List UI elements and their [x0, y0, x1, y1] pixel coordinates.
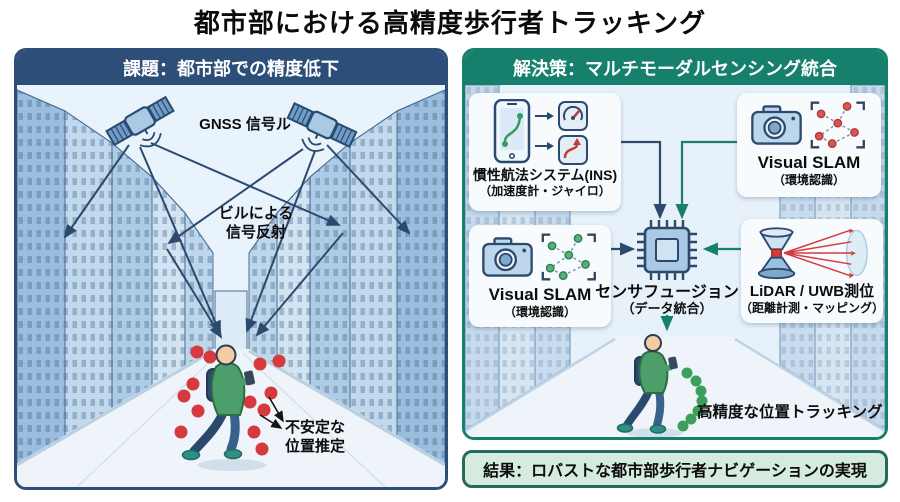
visual-slam-top-subtitle: （環境認識） — [772, 173, 845, 188]
urban-canyon-illustration — [17, 85, 445, 487]
error-dots — [174, 345, 286, 456]
sensor-fusion-scene: 慣性航法システム(INS) （加速度計・ジャイロ） — [465, 85, 885, 437]
street — [465, 337, 885, 437]
high-precision-tracking-label: 高精度な位置トラッキング — [697, 404, 883, 421]
lidar-subtitle: （距離計測・マッピング） — [740, 301, 885, 315]
ins-box: 慣性航法システム(INS) （加速度計・ジャイロ） — [469, 93, 621, 211]
visual-slam-left-box: Visual SLAM （環境認識） — [469, 225, 611, 327]
ins-title: 慣性航法システム(INS) — [472, 167, 618, 183]
pedestrian-figure — [616, 334, 683, 437]
problem-panel-header: 課題：都市部での精度低下 — [17, 51, 445, 85]
ins-subtitle: （加速度計・ジャイロ） — [479, 183, 611, 198]
visual-slam-top-title: Visual SLAM — [757, 153, 861, 172]
result-banner: 結果：ロバストな都市部歩行者ナビゲーションの実現 — [462, 450, 888, 488]
data-flow-arrows — [611, 140, 741, 332]
lidar-box: LiDAR / UWB測位 （距離計測・マッピング） — [740, 219, 885, 323]
problem-panel: 課題：都市部での精度低下 — [14, 48, 448, 490]
feature-points-icon — [541, 233, 596, 281]
visual-slam-left-title: Visual SLAM — [488, 285, 592, 304]
ins-icon-cluster — [493, 99, 588, 165]
gnss-signal-label: GNSS 信号ル — [199, 116, 291, 133]
unstable-position-label: 不安定な 位置推定 — [285, 419, 346, 455]
unstable-label-arrows — [259, 396, 284, 429]
cpu-chip-icon — [637, 220, 697, 280]
page-title: 都市部における高精度歩行者トラッキング — [193, 8, 707, 38]
camera-feature-icon-cluster — [751, 101, 865, 149]
lidar-icon-cluster — [757, 227, 868, 280]
lidar-sensor-icon — [757, 227, 796, 280]
camera-icon — [751, 105, 802, 145]
gyroscope-icon — [558, 135, 588, 165]
camera-feature-icon-cluster — [482, 233, 596, 281]
solution-panel-header: 解決策：マルチモーダルセンシング統合 — [465, 51, 885, 85]
building-reflection-label: ビルによる 信号反射 — [218, 205, 294, 241]
camera-icon — [482, 237, 533, 277]
lidar-beams — [783, 228, 856, 279]
smartphone-icon — [493, 99, 531, 164]
visual-slam-top-box: Visual SLAM （環境認識） — [737, 93, 881, 197]
urban-canyon-scene: GNSS 信号ル ビルによる 信号反射 不安定な 位置推定 — [17, 85, 445, 487]
accelerometer-gauge-icon — [558, 101, 588, 131]
visual-slam-left-subtitle: （環境認識） — [503, 305, 576, 320]
sensor-fusion-title: センサフュージョン — [595, 284, 739, 301]
arrow-icons — [535, 112, 554, 150]
solution-panel: 解決策：マルチモーダルセンシング統合 — [462, 48, 888, 440]
tracking-dots — [677, 367, 708, 432]
gnss-signal-lines — [63, 142, 411, 339]
pedestrian-figure — [181, 344, 266, 471]
lidar-title: LiDAR / UWB測位 — [749, 283, 875, 300]
feature-points-icon — [810, 101, 865, 149]
sensor-fusion-subtitle: （データ統合） — [621, 301, 713, 316]
